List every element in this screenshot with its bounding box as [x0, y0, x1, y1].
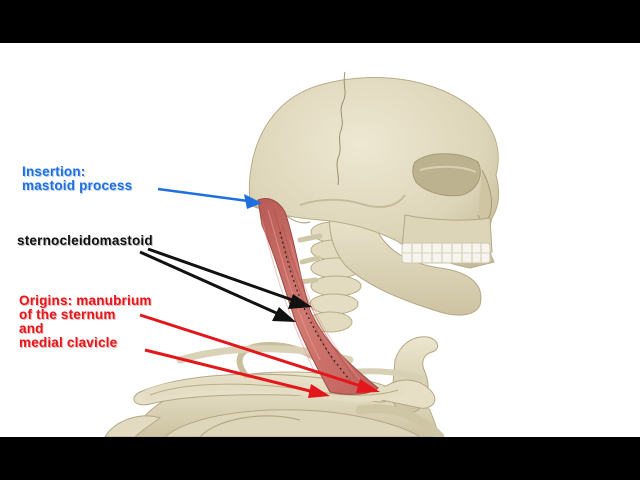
- letterbox-top: [0, 0, 640, 43]
- origins-label-line1: Origins: manubrium: [19, 293, 152, 308]
- origins-label-line2: of the sternum: [19, 307, 116, 322]
- letterbox-bottom: [0, 437, 640, 480]
- origin-arrow-sternum: [139, 313, 365, 389]
- anatomy-illustration: Insertion: mastoid process sternocleidom…: [0, 43, 640, 437]
- origins-label-line4: medial clavicle: [19, 335, 118, 350]
- muscle-arrow-lower: [139, 250, 284, 318]
- skeleton-drawing: [104, 71, 500, 437]
- insertion-label-line1: Insertion:: [22, 164, 86, 179]
- muscle-arrow-upper: [147, 247, 299, 304]
- insertion-arrow: [157, 187, 249, 203]
- insertion-label-line2: mastoid process: [22, 178, 133, 193]
- insertion-label: Insertion: mastoid process: [22, 165, 132, 193]
- orbit: [412, 153, 481, 197]
- teeth: [401, 242, 491, 264]
- origins-label: Origins: manubrium of the sternum and me…: [19, 294, 152, 350]
- shoulder-bones: [347, 336, 445, 437]
- muscle-name-text: sternocleidomastoid: [17, 233, 153, 248]
- origin-arrow-clavicle: [144, 348, 315, 394]
- muscle-name-label: sternocleidomastoid: [17, 234, 153, 248]
- origins-label-line3: and: [19, 321, 44, 336]
- annotation-arrows: [139, 187, 380, 398]
